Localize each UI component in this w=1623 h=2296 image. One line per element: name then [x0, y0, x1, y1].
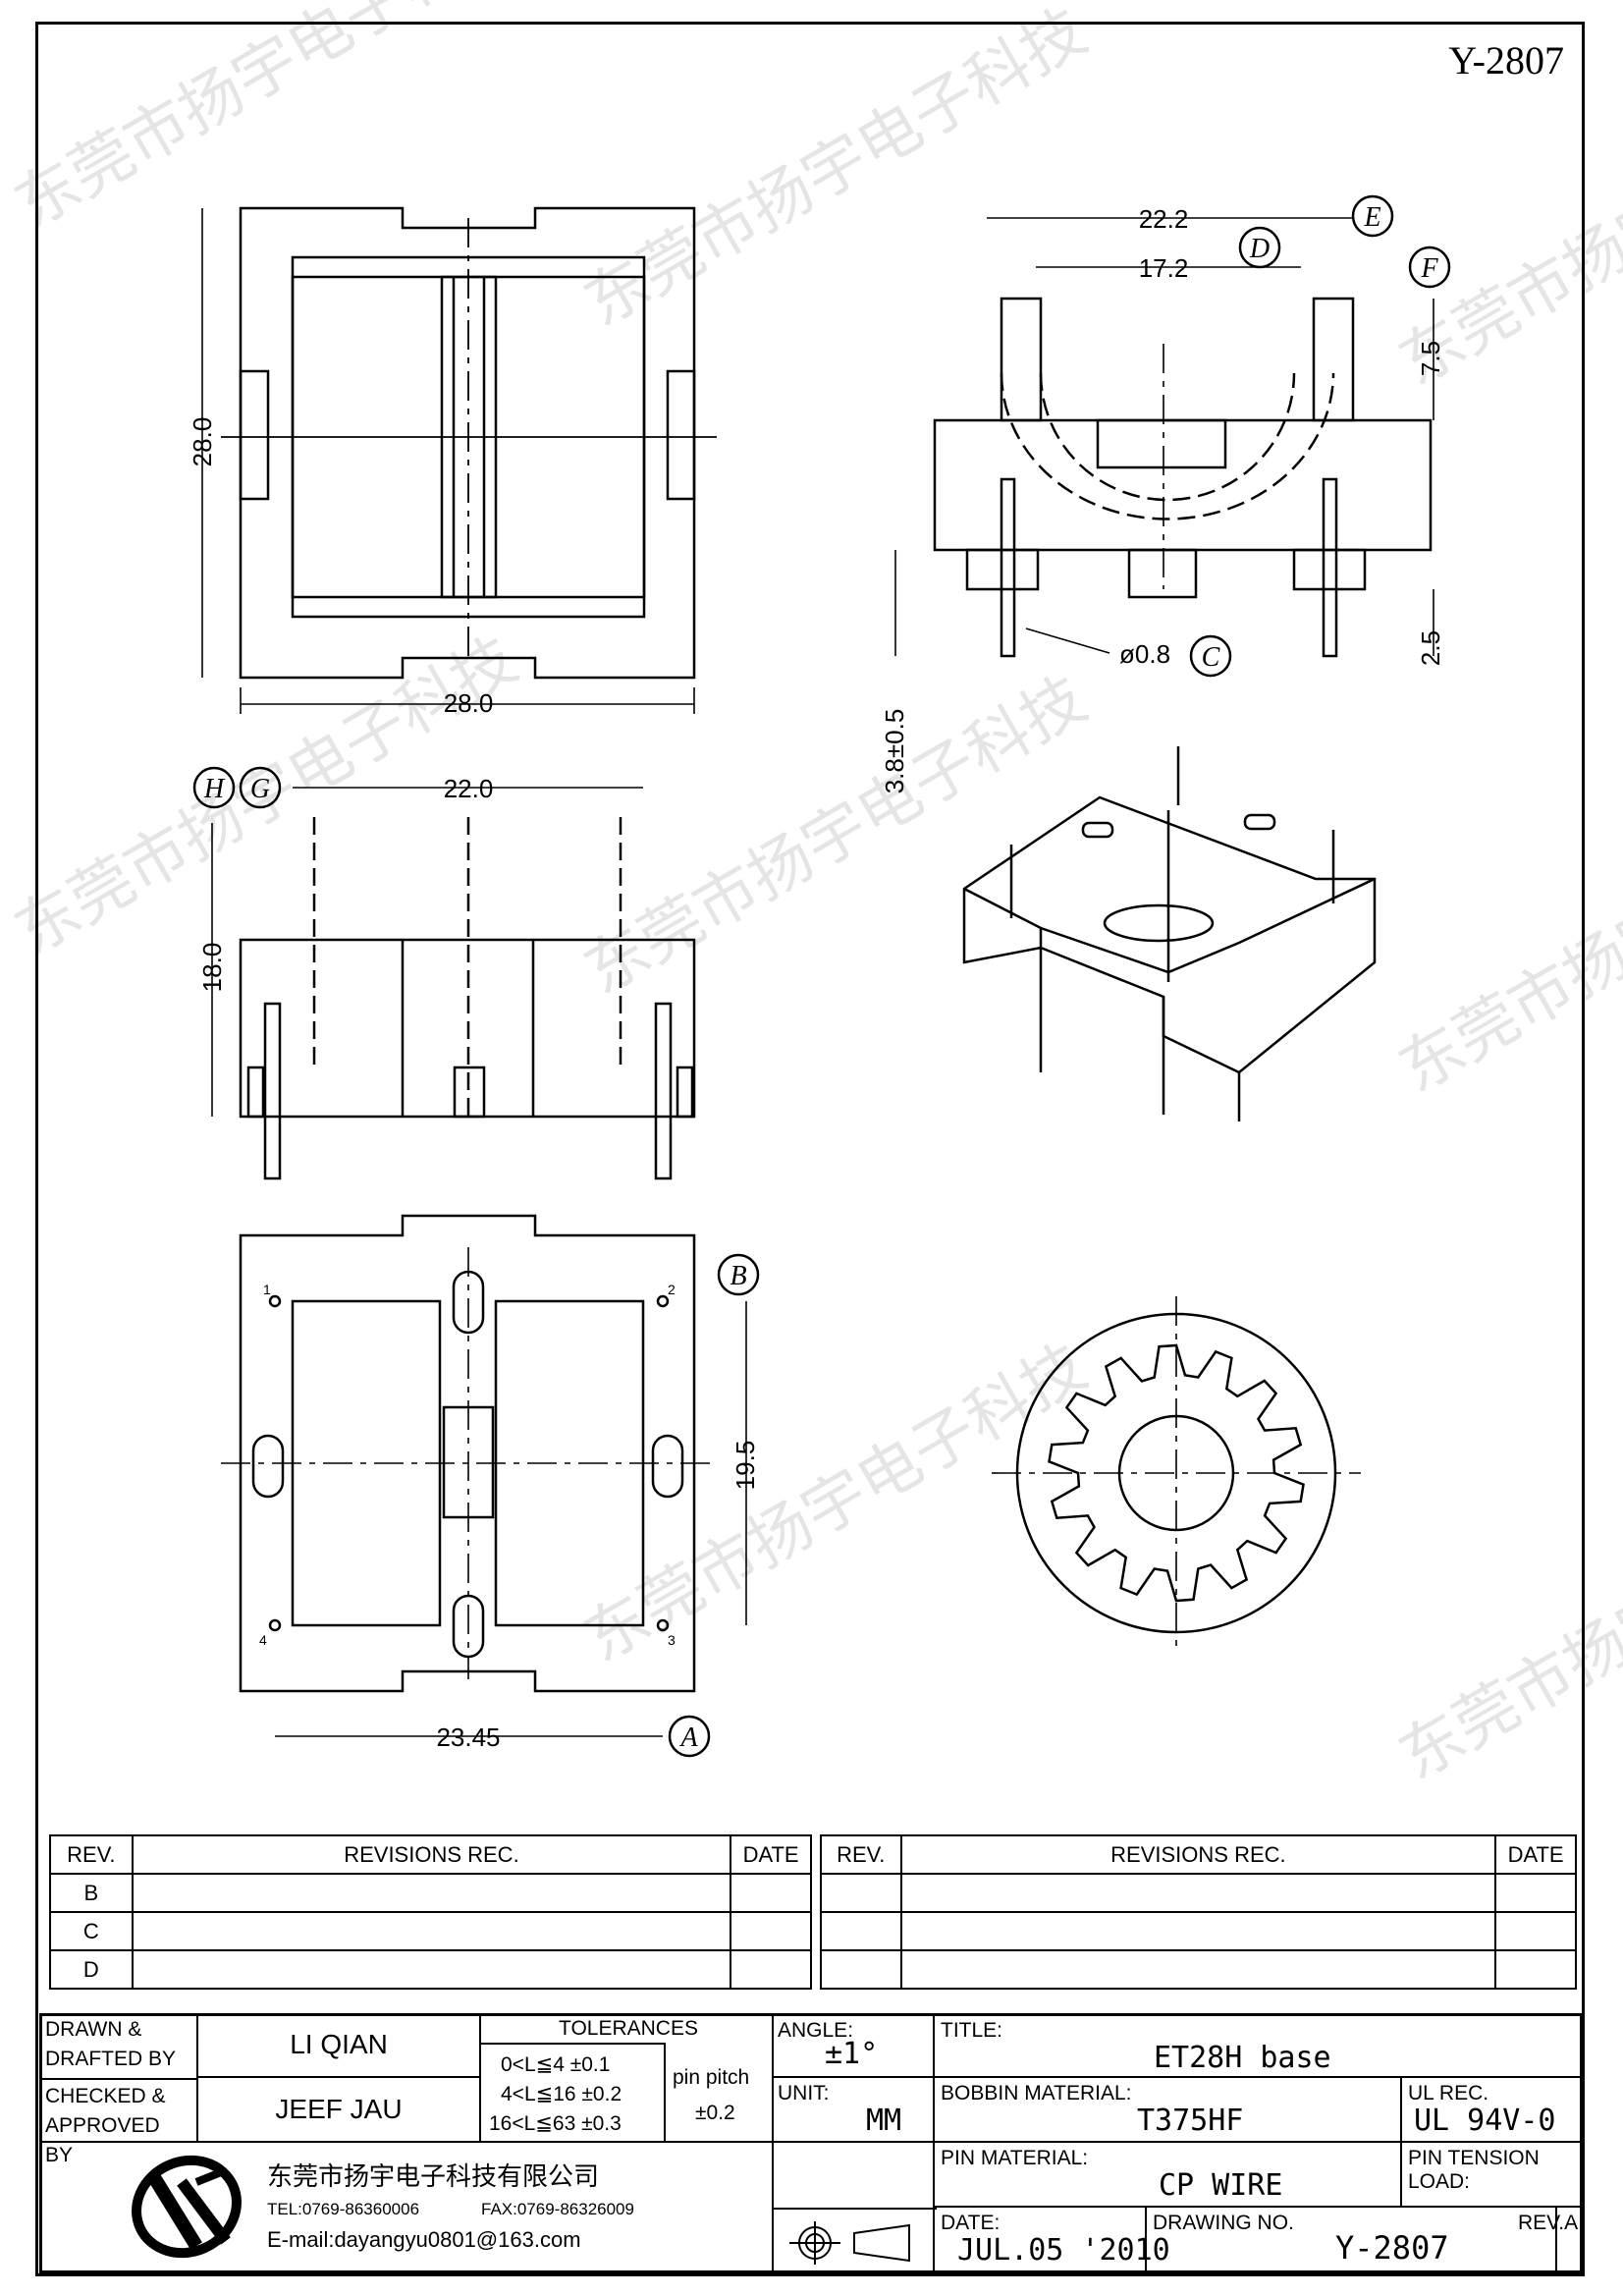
dim-pin-dia: ø0.8: [1119, 639, 1170, 669]
projection-symbol: [772, 2141, 937, 2273]
marker-g: G: [250, 774, 270, 804]
unit-label: UNIT:: [778, 2082, 830, 2105]
dim-top-height: 28.0: [188, 417, 217, 467]
drawing-no-value: Y-2807: [1335, 2229, 1449, 2267]
tolerance-row: 4<L≦16 ±0.2: [501, 2083, 622, 2105]
pin-material-label: PIN MATERIAL:: [941, 2147, 1089, 2169]
pin-pitch-label: pin pitch: [673, 2066, 750, 2089]
bobbin-material-value: T375HF: [1137, 2104, 1244, 2138]
front-view: [211, 787, 696, 1180]
marker-d: D: [1249, 234, 1270, 264]
dim-front-width: 22.0: [444, 774, 494, 803]
drawn-value: LI QIAN: [196, 2013, 481, 2078]
pin-number-label: 1: [263, 1282, 271, 1297]
rev-id: C: [49, 1911, 134, 1951]
revisions-header-row: REV. REVISIONS REC. DATE REV. REVISIONS …: [49, 1834, 1577, 1875]
tolerance-row: 16<L≦63 ±0.3: [489, 2112, 622, 2135]
sheet-border: [35, 22, 1585, 2276]
dim-pin-total: 3.8±0.5: [880, 709, 909, 794]
checked-value: JEEF JAU: [196, 2076, 481, 2143]
revision-row: B: [49, 1873, 1577, 1913]
rev-id: D: [49, 1949, 134, 1990]
company-fax: FAX:0769-86326009: [481, 2200, 634, 2218]
pin-number-label: 3: [668, 1632, 676, 1648]
top-view: [201, 206, 717, 714]
dim-side-outer: 22.2: [1139, 204, 1189, 234]
company-email: E-mail:dayangyu0801@163.com: [267, 2227, 581, 2252]
pin-number-label: 4: [259, 1632, 267, 1648]
dim-top-width: 28.0: [444, 688, 494, 718]
drawing-number-corner: Y-2807: [1448, 38, 1564, 82]
bottom-view: [221, 1214, 747, 1737]
marker-e: E: [1363, 202, 1380, 233]
angle-value: ±1°: [825, 2037, 879, 2071]
title-label: TITLE:: [941, 2019, 1003, 2042]
pin-tension-label: PIN TENSION LOAD:: [1408, 2147, 1540, 2193]
checked-label: CHECKED & APPROVED BY: [39, 2078, 196, 2166]
dim-side-inner: 17.2: [1139, 253, 1189, 283]
revisions-table: REV. REVISIONS REC. DATE REV. REVISIONS …: [49, 1834, 1577, 1990]
dim-bottom-pitch-h: 23.45: [436, 1722, 500, 1752]
company-tel: TEL:0769-86360006: [267, 2200, 420, 2218]
ul-rec-value: UL 94V-0: [1414, 2104, 1556, 2138]
dim-front-height: 18.0: [197, 943, 227, 993]
pin-material-value: CP WIRE: [1159, 2168, 1283, 2203]
isometric-view: [962, 746, 1377, 1121]
marker-b: B: [730, 1261, 746, 1291]
pin-pitch-value: ±0.2: [695, 2102, 735, 2124]
unit-value: MM: [866, 2104, 902, 2138]
revisions-rec-header: REVISIONS REC.: [131, 1834, 732, 1875]
angle-label: ANGLE:: [778, 2019, 854, 2042]
rev-label: REV.A: [1518, 2212, 1579, 2234]
tolerances-label: TOLERANCES: [559, 2017, 698, 2040]
rev-id: B: [49, 1873, 134, 1913]
pin-number-label: 2: [668, 1282, 676, 1297]
dim-pin-length: 2.5: [1416, 630, 1445, 666]
marker-f: F: [1420, 253, 1438, 284]
title-block: DRAWN & DRAFTED BY LI QIAN CHECKED & APP…: [39, 2013, 1583, 2273]
bobbin-material-label: BOBBIN MATERIAL:: [941, 2082, 1132, 2105]
gear-view: [992, 1296, 1361, 1650]
ul-rec-label: UL REC.: [1408, 2082, 1489, 2105]
revisions-rec-header: REVISIONS REC.: [899, 1834, 1497, 1875]
tolerance-row: 0<L≦4 ±0.1: [501, 2053, 611, 2076]
dim-side-height: 7.5: [1416, 341, 1445, 376]
revision-row: C: [49, 1911, 1577, 1951]
drawn-label: DRAWN & DRAFTED BY: [45, 2018, 177, 2070]
company-name: 东莞市扬宇电子科技有限公司: [267, 2162, 600, 2192]
date-header: DATE: [1494, 1834, 1577, 1875]
rev-header: REV.: [819, 1834, 902, 1875]
drawing-no-label: DRAWING NO.: [1153, 2212, 1294, 2234]
marker-a: A: [678, 1722, 698, 1753]
date-header: DATE: [730, 1834, 812, 1875]
side-view: [894, 217, 1434, 658]
marker-h: H: [203, 774, 226, 804]
marker-c: C: [1202, 642, 1220, 673]
rev-header: REV.: [49, 1834, 134, 1875]
title-value: ET28H base: [1154, 2041, 1331, 2075]
date-value: JUL.05 '2010: [957, 2233, 1170, 2268]
date-label: DATE:: [941, 2212, 1001, 2234]
revision-row: D: [49, 1949, 1577, 1990]
company-logo: [128, 2153, 245, 2261]
dim-bottom-pitch-v: 19.5: [730, 1441, 760, 1491]
